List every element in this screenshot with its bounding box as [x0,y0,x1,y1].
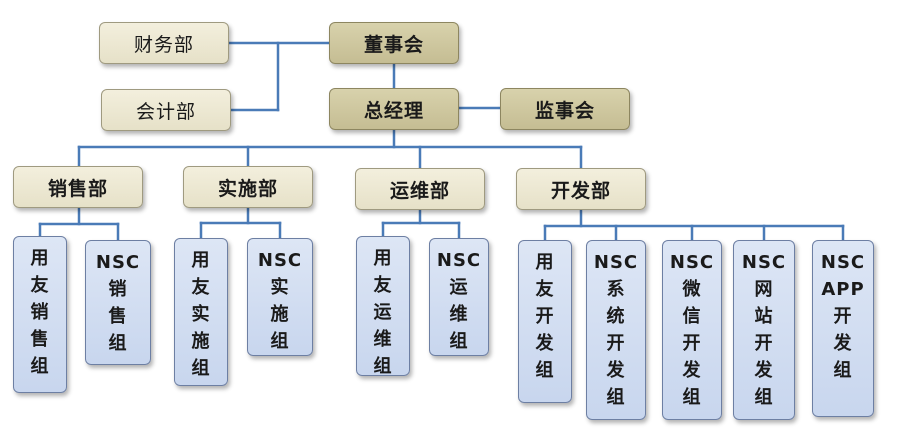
team-label: 用 友 实 施 组 [191,250,211,379]
board-label: 董事会 [363,33,424,56]
dept-label: 运维部 [389,179,450,202]
team-nsc-system-dev: NSC 系 统 开 发 组 [586,240,646,420]
accounting-node: 会计部 [101,89,231,131]
team-user-dev: 用 友 开 发 组 [518,240,572,403]
dept-development: 开发部 [516,168,646,210]
dept-label: 实施部 [217,177,278,200]
team-label: 用 友 运 维 组 [373,248,393,377]
gm-label: 总经理 [363,99,424,122]
team-user-sales: 用 友 销 售 组 [13,236,67,393]
team-label: NSC 系 统 开 发 组 [593,252,639,408]
gm-node: 总经理 [329,88,459,130]
team-nsc-impl: NSC 实 施 组 [247,238,313,356]
dept-label: 销售部 [47,177,108,200]
team-label: NSC 运 维 组 [436,250,482,352]
team-label: NSC APP 开 发 组 [820,252,866,381]
team-label: 用 友 开 发 组 [535,252,555,381]
finance-node: 财务部 [99,22,229,64]
team-label: NSC 实 施 组 [257,250,303,352]
team-nsc-wechat-dev: NSC 微 信 开 发 组 [662,240,722,420]
accounting-label: 会计部 [135,100,196,123]
dept-implementation: 实施部 [183,166,313,208]
supervisors-node: 监事会 [500,88,630,130]
team-nsc-website-dev: NSC 网 站 开 发 组 [733,240,795,420]
team-label: NSC 微 信 开 发 组 [669,252,715,408]
dept-sales: 销售部 [13,166,143,208]
board-node: 董事会 [329,22,459,64]
supervisors-label: 监事会 [534,99,595,122]
dept-label: 开发部 [550,179,611,202]
team-nsc-sales: NSC 销 售 组 [85,240,151,365]
team-label: NSC 销 售 组 [95,252,141,354]
team-user-impl: 用 友 实 施 组 [174,238,228,386]
team-label: NSC 网 站 开 发 组 [741,252,787,408]
team-user-ops: 用 友 运 维 组 [356,236,410,377]
finance-label: 财务部 [133,33,194,56]
team-label: 用 友 销 售 组 [30,248,50,377]
team-nsc-ops: NSC 运 维 组 [429,238,489,356]
team-nsc-app-dev: NSC APP 开 发 组 [812,240,874,417]
dept-operations: 运维部 [355,168,485,210]
